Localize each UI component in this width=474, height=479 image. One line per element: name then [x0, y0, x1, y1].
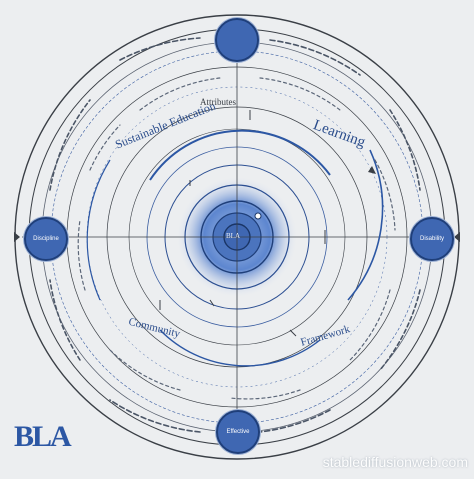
watermark: stablediffusionweb.com	[322, 454, 468, 470]
node-bottom[interactable]: Effective	[216, 410, 260, 454]
node-left-label: Discipline	[33, 236, 59, 242]
brand-logo: BLA	[14, 420, 72, 453]
accent-arc-left	[86, 159, 111, 301]
inner-tick-marks	[159, 110, 326, 337]
arrow-right	[454, 232, 460, 242]
node-right[interactable]: Disability	[410, 217, 454, 261]
label-top-small: Attributes	[200, 97, 236, 107]
arrow-right-mid	[368, 166, 376, 174]
accent-arc-top	[149, 129, 331, 181]
node-top[interactable]	[215, 18, 259, 62]
node-right-label: Disability	[419, 236, 444, 242]
ring-text-marks	[49, 37, 421, 433]
ring-text-marks-inner	[77, 77, 396, 400]
pointer-dot	[254, 212, 262, 220]
node-bottom-label: Effective	[226, 429, 250, 435]
arrow-left	[14, 232, 20, 242]
accent-arc-bottom	[159, 329, 321, 367]
accent-arc-right	[347, 149, 384, 301]
center-label: BLA	[226, 232, 240, 240]
node-left[interactable]: Discipline	[24, 217, 68, 261]
